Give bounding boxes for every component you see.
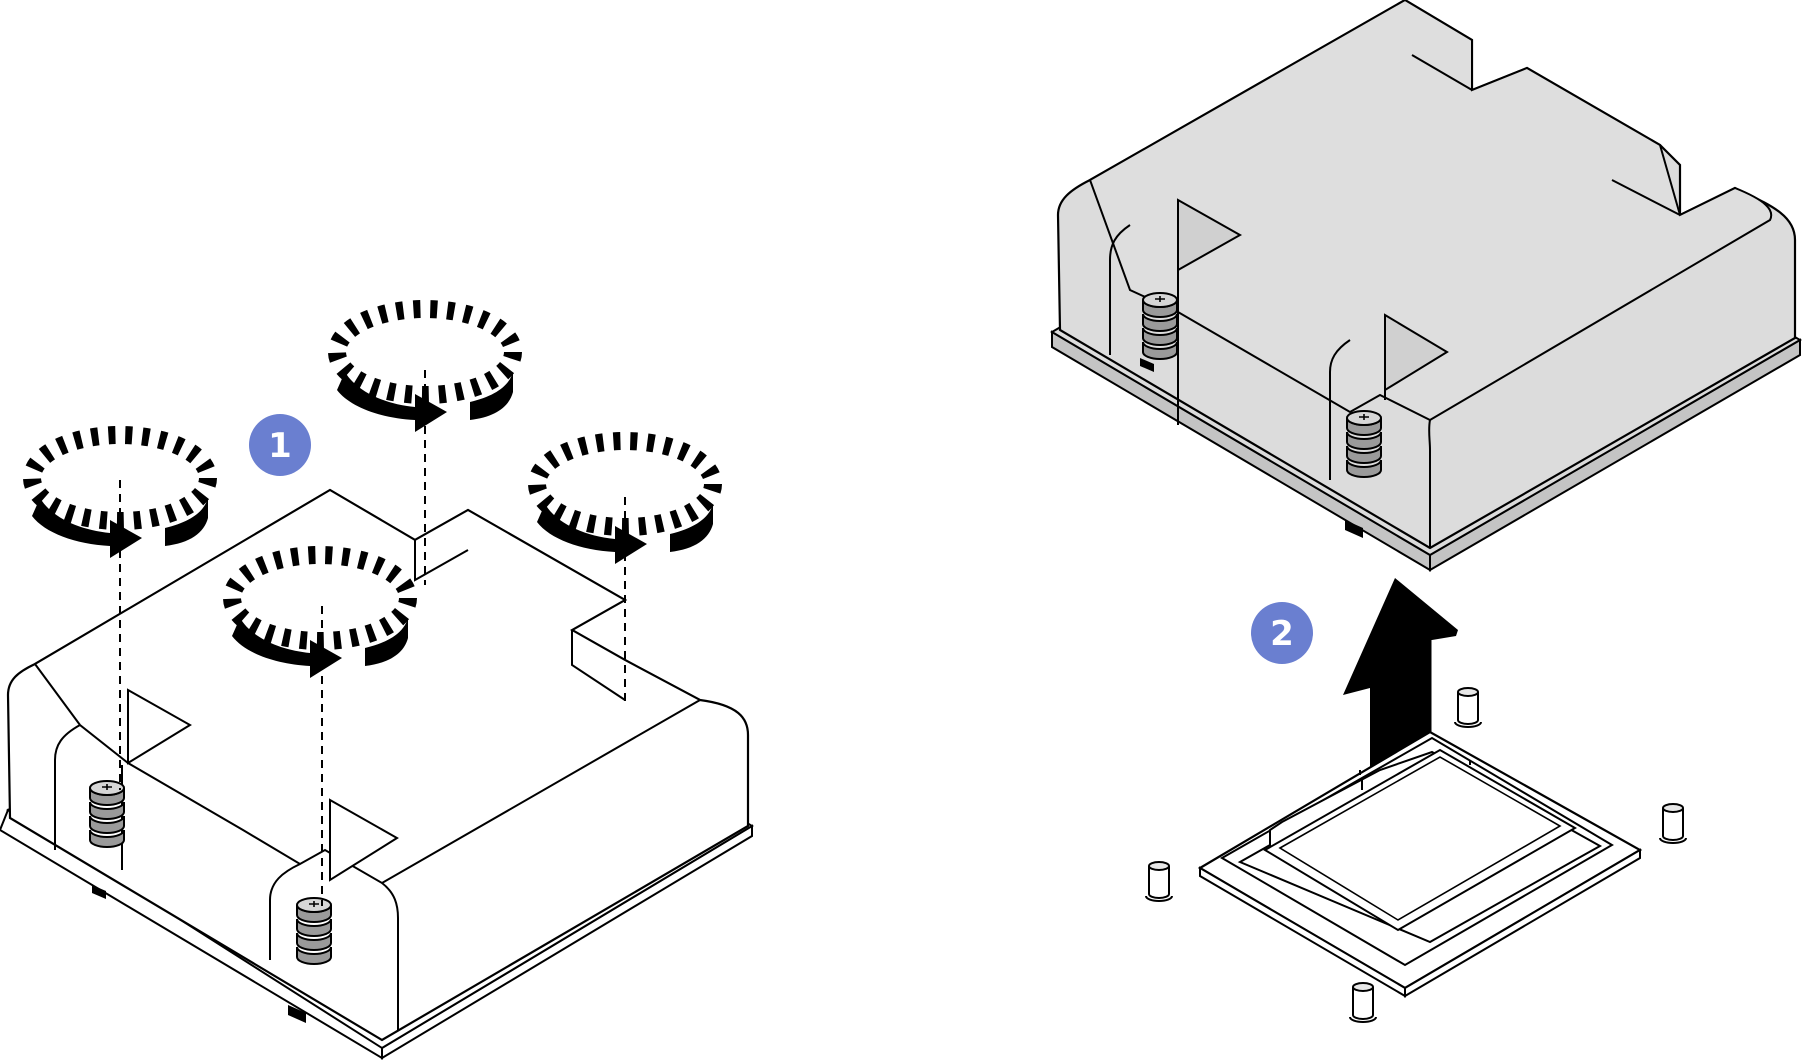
step-1-number: 1 (268, 426, 292, 466)
step-2-number: 2 (1270, 614, 1294, 654)
step-2-badge: 2 (1251, 602, 1313, 664)
rotation-arrow-icon (23, 300, 722, 678)
heatsink-step2 (1050, 0, 1802, 572)
processor-socket (1197, 730, 1643, 998)
step-1-badge: 1 (249, 414, 311, 476)
heatsink-step1 (0, 488, 754, 1060)
